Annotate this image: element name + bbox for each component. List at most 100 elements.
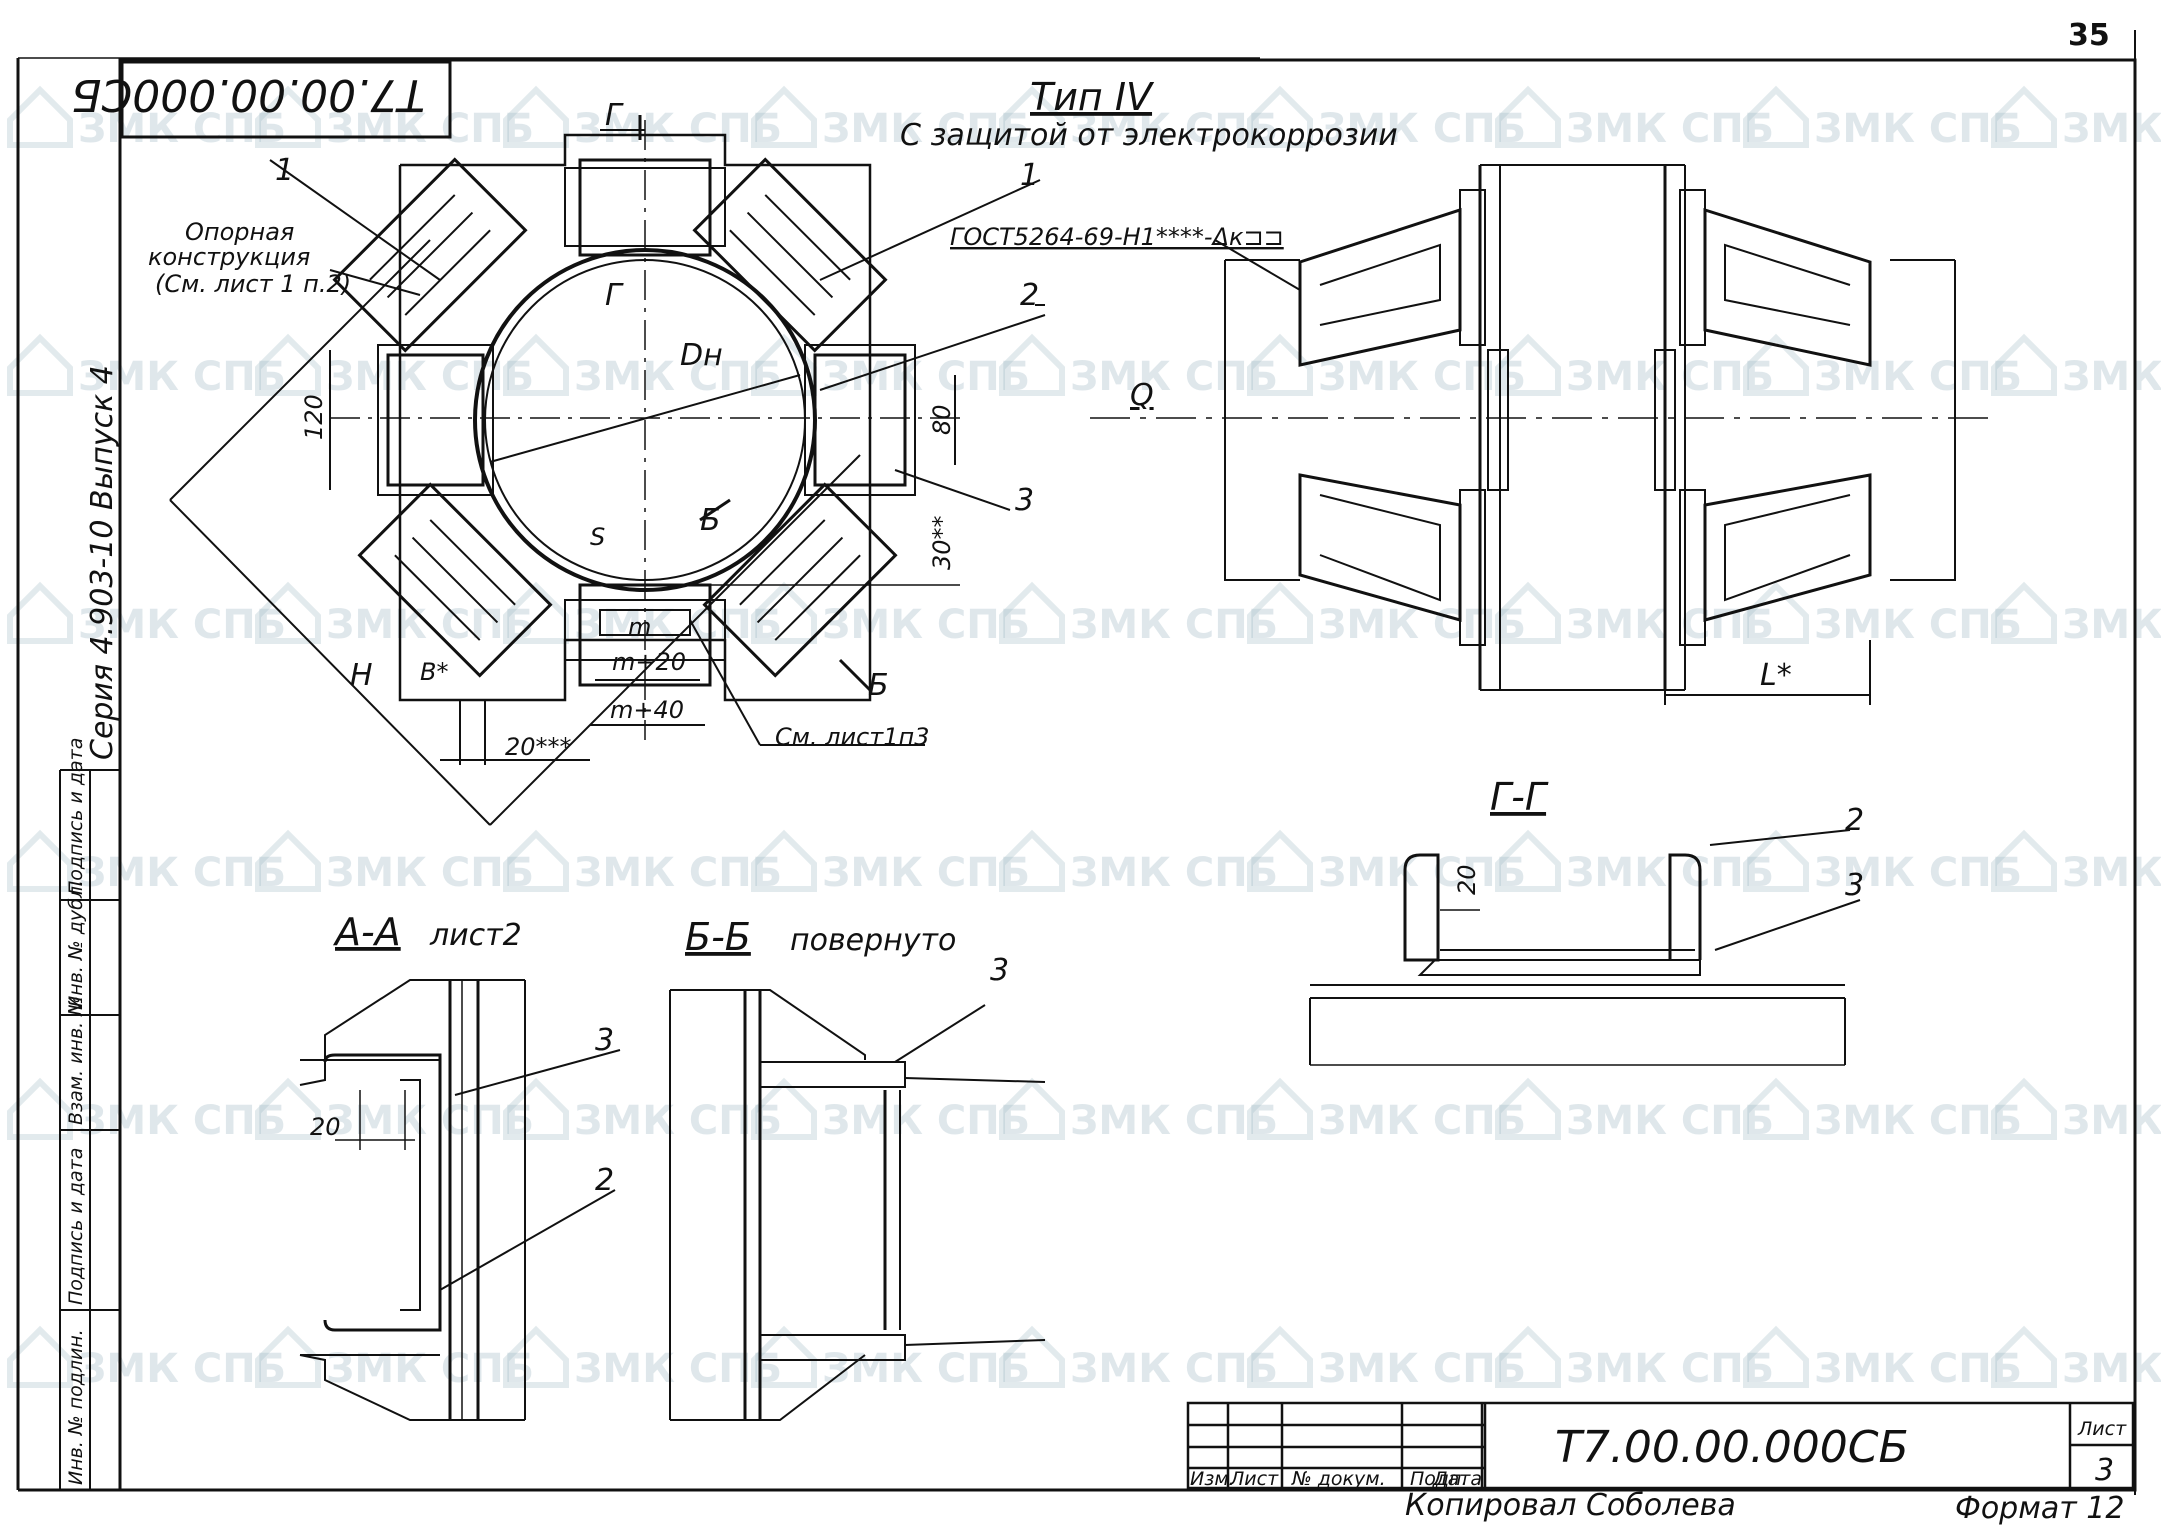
watermark-logo (1495, 581, 1561, 644)
watermark-logo (1991, 581, 2057, 644)
watermark-text: ЗМК СПБ (326, 850, 534, 896)
watermark-text: ЗМК СПБ (1318, 106, 1526, 152)
watermark-logo (1991, 85, 2057, 148)
watermark-text: ЗМК СПБ (1318, 1098, 1526, 1144)
title-block (1186, 1401, 2135, 1490)
watermark-text: ЗМК СПБ (1566, 1346, 1774, 1392)
watermark-logo (255, 581, 321, 644)
watermark-text: ЗМК СПБ (1070, 602, 1278, 648)
watermark-text: ЗМК СПБ (822, 1098, 1030, 1144)
watermark-text: ЗМК СПБ (574, 354, 782, 400)
watermark-text: ЗМК СПБ (1070, 1098, 1278, 1144)
watermark-logo (1247, 85, 1313, 148)
support-note-2: конструкция (148, 243, 310, 271)
stamp-col-5: Подпись и дата (65, 738, 87, 895)
tb-header-docum: № докум. (1291, 1468, 1386, 1490)
callout-1-right: 1 (1020, 158, 1039, 193)
watermark-text: ЗМК СПБ (1318, 850, 1526, 896)
callout-1-left: 1 (275, 153, 294, 188)
watermark-text: ЗМК СПБ (822, 602, 1030, 648)
section-aa (299, 979, 621, 1421)
watermark-text: ЗМК СПБ (574, 1346, 782, 1392)
watermark-logo (7, 1077, 73, 1140)
watermark-logo (1991, 829, 2057, 892)
watermark-logo (1495, 85, 1561, 148)
type-label: Тип IV (1030, 75, 1155, 119)
watermark-text: ЗМК СПБ (822, 1346, 1030, 1392)
watermark-text: ЗМК СПБ (326, 106, 534, 152)
section-aa-dim-20: 20 (310, 1113, 341, 1141)
watermark-logo (1247, 1325, 1313, 1388)
watermark-logo (1743, 581, 1809, 644)
watermark-logo (1991, 1077, 2057, 1140)
side-view-labels: Q L* (1130, 378, 1792, 693)
watermark-text: ЗМК СПБ (822, 106, 1030, 152)
section-gg-labels: Г-Г 20 2 3 (1453, 775, 1864, 903)
watermark-logo (999, 333, 1065, 396)
support-note-1: Опорная (185, 218, 294, 246)
dim-dn: Dн (680, 338, 723, 373)
watermark-text: ЗМК СПБ (822, 354, 1030, 400)
watermark-logo (503, 85, 569, 148)
watermark-logo (503, 333, 569, 396)
side-view (1090, 164, 1990, 705)
watermark-text: ЗМК СПБ (1070, 354, 1278, 400)
plan-view-labels: Г Г 1 1 Опорная конструкция (См. лист 1 … (148, 98, 1284, 761)
section-bb-title: Б-Б (685, 915, 751, 959)
watermark-text: ЗМК СПБ (1814, 1346, 2022, 1392)
section-aa-title: А-А (332, 910, 401, 954)
watermark-logo (1247, 333, 1313, 396)
watermark-logo (255, 85, 321, 148)
page-number: 35 (2068, 18, 2110, 53)
plan-view (169, 115, 1046, 826)
stamp-col-2: Подпись и дата (65, 1148, 87, 1305)
watermark-logo (503, 1325, 569, 1388)
left-margin: Серия 4.903-10 Выпуск 4 Инв. № подлин. П… (65, 365, 120, 1485)
watermark-logo (255, 829, 321, 892)
watermark-logo (7, 581, 73, 644)
watermark-logo (999, 85, 1065, 148)
watermark-logo (751, 829, 817, 892)
watermark-text: ЗМК СПБ (1814, 850, 2022, 896)
section-bb-labels: Б-Б повернуто 3 (685, 915, 1009, 988)
type-subtitle: С защитой от электрокоррозии (900, 118, 1398, 153)
watermark-logo (255, 1077, 321, 1140)
watermark-logo (7, 333, 73, 396)
watermark-text: ЗМК СПБ (326, 1098, 534, 1144)
stamp-col-4: Инв. № дубл. (65, 880, 87, 1010)
watermark-text: ЗМК СПБ (2062, 850, 2161, 896)
watermark-text: ЗМК СПБ (2062, 354, 2161, 400)
stamp-col-3: Взам. инв. № (65, 996, 87, 1125)
section-aa-callout-2: 2 (595, 1163, 614, 1198)
tb-sheet-number: 3 (2095, 1453, 2114, 1488)
watermark-logo (751, 85, 817, 148)
tb-header-izm: Изм. (1190, 1468, 1235, 1490)
dim-120: 120 (300, 394, 328, 440)
sheet-frame (16, 30, 2137, 1495)
section-gg-callout-3: 3 (1845, 868, 1864, 903)
section-bb-callout-3: 3 (990, 953, 1009, 988)
watermark-logo (1743, 85, 1809, 148)
dim-b: B* (420, 658, 448, 686)
section-bb-note: повернуто (790, 923, 956, 958)
watermark-text: ЗМК СПБ (1318, 354, 1526, 400)
watermark-text: ЗМК СПБ (1814, 1098, 2022, 1144)
watermark-logo (1743, 1325, 1809, 1388)
section-gg-dim-20: 20 (1453, 864, 1481, 895)
section-aa-labels: А-А лист2 20 3 2 (310, 910, 614, 1198)
tb-drawing-code: Т7.00.00.000СБ (1555, 1422, 1909, 1473)
series-label: Серия 4.903-10 Выпуск 4 (85, 365, 120, 760)
gost-label: ГОСТ5264-69-Н1****-Δк⊐⊐ (950, 223, 1284, 251)
tb-sheet-label: Лист (2077, 1418, 2127, 1440)
dim-s: S (590, 523, 605, 551)
support-note-3: (См. лист 1 п.2) (155, 270, 351, 298)
watermark-text: ЗМК СПБ (326, 354, 534, 400)
section-aa-callout-3: 3 (595, 1023, 614, 1058)
dim-h: H (350, 658, 373, 693)
watermark-text: ЗМК СПБ (1318, 1346, 1526, 1392)
dim-m40: m+40 (610, 696, 684, 724)
dim-20: 20*** (505, 733, 572, 761)
watermark-logo (999, 581, 1065, 644)
watermark-text: ЗМК СПБ (574, 1098, 782, 1144)
